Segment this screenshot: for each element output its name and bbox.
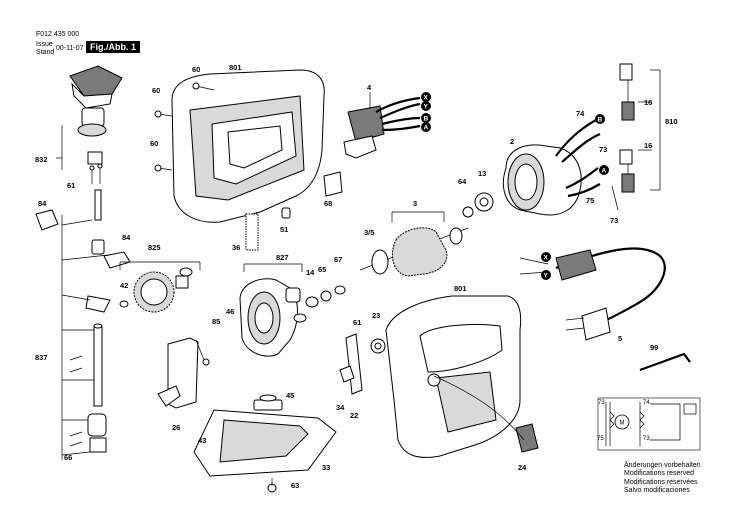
marker-y-cord: Y [544,273,549,280]
callout-60-c: 60 [150,139,158,148]
callout-61-left: 61 [67,181,75,190]
schematic-73-bottom: 73 [643,436,650,442]
callout-99: 99 [650,343,658,352]
schematic-73-top: 73 [598,400,605,406]
note-es: Salvo modificaciones [624,487,690,495]
callout-60-b: 60 [152,86,160,95]
base-plate-33 [193,394,337,493]
gear-825 [119,267,193,313]
screws-60 [154,82,215,172]
callout-84-b: 84 [122,233,131,242]
callout-801-bottom: 801 [454,284,467,293]
housing-half-801-lower [385,295,522,458]
knob-832 [69,65,123,165]
callout-2: 2 [510,137,514,146]
gear-housing-827 [239,278,346,357]
callout-801-top: 801 [229,63,242,72]
cord-grommet-24 [433,375,539,453]
field-wires-74 [555,114,609,198]
note-en: Modifications reserved [624,470,695,478]
clip-68 [323,171,343,197]
note-fr: Modifications reservées [624,478,698,486]
callout-5: 5 [618,334,622,343]
callout-46: 46 [226,307,234,316]
callout-85: 85 [212,317,220,326]
callout-16-a: 16 [644,98,652,107]
callout-67: 67 [334,255,342,264]
schematic-75: 75 [597,436,604,442]
figure-tag: Fig./Abb. 1 [86,41,140,53]
stroke-rod-26 [157,337,210,409]
callout-66: 66 [64,453,72,462]
marker-x-switch: X [424,95,429,102]
callout-33: 33 [322,463,330,472]
marker-a-switch: A [424,125,429,132]
field-stator-2 [462,144,582,218]
brush-strip-36 [245,207,291,251]
callout-65: 65 [318,265,326,274]
callout-23: 23 [372,311,380,320]
callout-75: 75 [586,196,594,205]
hex-key-99 [639,352,691,372]
guide-roller-84 [35,209,131,269]
callout-3: 3 [413,199,417,208]
marker-y-switch: Y [424,104,429,111]
callout-825: 825 [148,243,161,252]
callout-63: 63 [291,481,299,490]
switch-4 [343,92,421,159]
issue-label: Issue [36,41,53,48]
callout-16-b: 16 [644,141,652,150]
stand-label: Stand [36,49,55,56]
schematic-motor: M [620,421,625,427]
callout-74: 74 [576,109,585,118]
lever-22 [339,333,386,395]
marker-b-switch: B [424,116,429,123]
callout-26: 26 [172,423,180,432]
callout-4: 4 [367,83,372,92]
callout-64: 64 [458,177,467,186]
armature-3 [359,227,469,277]
callout-61-mid: 61 [353,318,361,327]
callout-34: 34 [336,403,345,412]
power-cord-5 [519,247,666,341]
callout-22: 22 [350,411,358,420]
callout-24: 24 [518,463,527,472]
marker-x-cord: X [544,255,549,262]
callout-68: 68 [324,199,332,208]
callout-60-a: 60 [192,65,200,74]
callout-837: 837 [35,353,48,362]
callout-36: 36 [232,243,240,252]
callout-84-a: 84 [38,199,47,208]
callout-3-5: 3/5 [364,228,374,237]
callout-14: 14 [306,268,315,277]
callout-42: 42 [120,281,128,290]
wire-markers-switch [421,92,431,132]
schematic-74: 74 [643,400,650,406]
callout-73-lower: 73 [610,216,618,225]
callout-832: 832 [35,155,48,164]
callout-51: 51 [280,225,288,234]
wiring-schematic [597,397,701,451]
note-de: Änderungen vorbehalten [624,462,701,469]
marker-a-field: A [602,168,607,175]
housing-half-801 [171,69,325,223]
screws-61 [89,163,103,184]
callout-827: 827 [276,253,289,262]
callout-810: 810 [665,117,678,126]
guide-lines-left [61,219,109,456]
modification-notes: Änderungen vorbehalten Modifications res… [624,462,701,496]
marker-b-field: B [598,117,603,124]
issue-date: 00-11-07 [56,45,84,52]
callout-13: 13 [478,169,486,178]
callout-73-upper: 73 [599,145,607,154]
brush-holders-16 [619,63,635,193]
callout-45: 45 [286,391,294,400]
part-number: F012 435 000 [36,31,80,38]
plunger-837 [85,189,111,453]
callout-43: 43 [198,436,206,445]
